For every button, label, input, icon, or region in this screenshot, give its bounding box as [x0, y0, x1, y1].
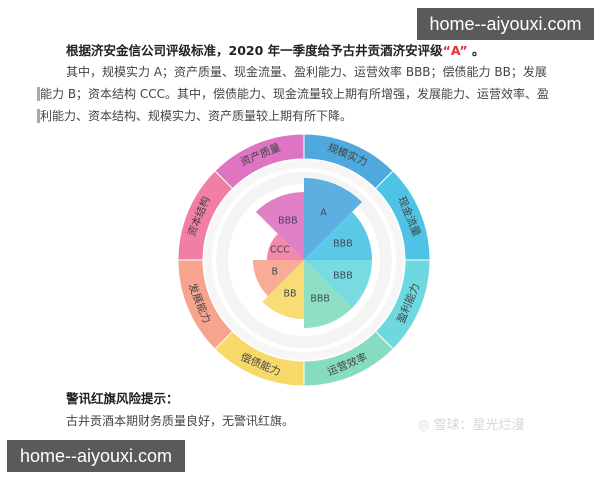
rating-sector	[304, 260, 372, 309]
rating-label: BBB	[333, 238, 353, 249]
snowball-watermark-text: 雪球：星光烂漫	[433, 418, 525, 433]
paragraph-line: 利能力、资本结构、规模实力、资产质量较上期有所下降。	[37, 105, 550, 127]
snowball-watermark: ◎ 雪球：星光烂漫	[418, 414, 525, 433]
rating-label: B	[272, 267, 279, 278]
rating-label: BBB	[310, 293, 330, 304]
paragraph-line-text: 利能力、资本结构、规模实力、资产质量较上期有所下降。	[40, 109, 353, 123]
watermark-banner-top: home--aiyouxi.com	[417, 8, 594, 40]
paragraph-line-text: 能力 B；资本结构 CCC。其中，偿债能力、现金流量较上期有所增强，发展能力、运…	[40, 87, 550, 101]
rating-headline: 根据济安金信公司评级标准，2020 年一季度给予古井贡酒济安评级“A” 。	[66, 40, 484, 59]
rating-label: BBB	[278, 216, 298, 227]
watermark-banner-bottom: home--aiyouxi.com	[7, 440, 185, 472]
text-cursor-mark	[37, 87, 40, 101]
rating-sector	[262, 260, 304, 319]
rating-sector	[304, 178, 362, 260]
paragraph-line: 能力 B；资本结构 CCC。其中，偿债能力、现金流量较上期有所增强，发展能力、运…	[37, 83, 550, 105]
rating-label: BB	[283, 288, 296, 299]
category-ring-segment	[214, 133, 305, 190]
rating-label: BBB	[333, 271, 353, 282]
headline-text: 根据济安金信公司评级标准，2020 年一季度给予古井贡酒济安评级	[66, 43, 443, 58]
text-cursor-mark	[37, 109, 40, 123]
risk-section-title: 警讯红旗风险提示：	[66, 391, 179, 406]
rating-sector	[255, 192, 304, 260]
headline-end: 。	[467, 43, 485, 58]
snowball-logo-icon: ◎	[418, 418, 430, 433]
rating-label: CCC	[270, 245, 290, 256]
risk-section-text: 古井贡酒本期财务质量良好，无警讯红旗。	[66, 414, 295, 428]
paragraph-line: 其中，规模实力 A；资产质量、现金流量、盈利能力、运营效率 BBB；偿债能力 B…	[66, 65, 547, 79]
rating-explanation: 其中，规模实力 A；资产质量、现金流量、盈利能力、运营效率 BBB；偿债能力 B…	[37, 61, 550, 127]
rating-sector	[267, 233, 304, 260]
rating-sector	[253, 260, 304, 297]
rating-sector	[304, 260, 353, 328]
rating-grade: “A”	[442, 43, 468, 58]
rating-sector	[304, 211, 372, 260]
rating-label: A	[320, 208, 327, 219]
